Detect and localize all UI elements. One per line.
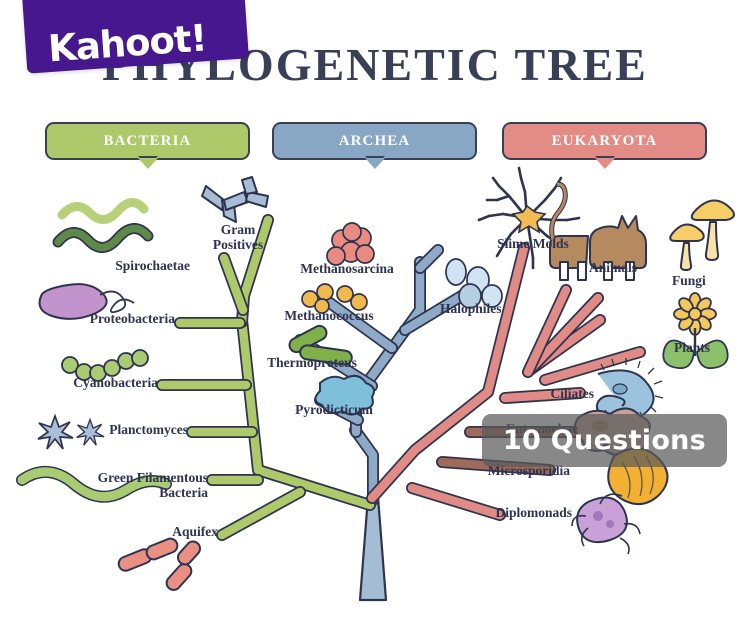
taxon-label-methanosarcina: Methanosarcina <box>300 261 394 276</box>
flagellated-rod-icon <box>38 283 135 320</box>
rod-pair-icon <box>117 537 202 591</box>
bubble-tail <box>137 156 158 169</box>
y-rod-icon <box>201 176 269 223</box>
sarcina-cluster-icon <box>326 222 375 266</box>
taxon-label-diplomonads: Diplomonads <box>495 505 572 520</box>
taxon-label-green-filamentous-bacteria: Green Filamentous Bacteria <box>97 470 208 500</box>
domain-header-bacteria-label: BACTERIA <box>103 132 192 149</box>
irregular-disc-icon <box>314 374 375 416</box>
crossed-rod-icon <box>288 324 353 366</box>
halophile-cluster-icon <box>445 258 503 309</box>
coccus-chain-icon <box>61 349 149 382</box>
coccus-cluster-icon <box>301 283 368 314</box>
taxon-label-gram-positives: Gram Positives <box>212 222 264 252</box>
taxon-label-aquifex: Aquifex <box>172 524 218 539</box>
spirochete-icon <box>52 198 154 253</box>
taxon-label-thermoproteus: Thermoproteus <box>267 355 357 370</box>
question-count-badge-label: 10 Questions <box>502 425 707 456</box>
cat-icon <box>549 181 647 281</box>
flower-plant-icon <box>662 292 729 370</box>
domain-header-eukaryota[interactable]: EUKARYOTA <box>502 122 707 169</box>
taxon-label-plants: Plants <box>674 340 711 355</box>
taxon-label-methanococcus: Methanococcus <box>284 308 374 323</box>
bubble-tail <box>364 156 385 169</box>
diplomonad-icon <box>571 493 641 555</box>
taxon-label-spirochaetae: Spirochaetae <box>115 258 190 273</box>
taxon-label-planctomyces: Planctomyces <box>109 422 188 437</box>
domain-header-archea[interactable]: ARCHEA <box>272 122 477 169</box>
taxon-label-slime-molds: Slime Molds <box>497 236 569 251</box>
taxon-label-cyanobacteria: Cyanobacteria <box>73 375 158 390</box>
bubble-tail <box>594 156 615 169</box>
domain-header-bacteria[interactable]: BACTERIA <box>45 122 250 169</box>
domain-header-eukaryota-label: EUKARYOTA <box>551 132 658 149</box>
taxon-label-ciliates: Ciliates <box>550 386 595 401</box>
taxon-label-halophiles: Halophiles <box>440 301 502 316</box>
taxon-label-pyrodicticum: Pyrodicticum <box>295 402 373 417</box>
stellate-cell-icon <box>37 413 105 450</box>
domain-header-archea-label: ARCHEA <box>338 132 411 149</box>
filament-icon <box>16 466 172 503</box>
taxon-label-fungi: Fungi <box>672 273 706 288</box>
mushroom-icon <box>669 199 735 271</box>
taxon-label-animals: Animals <box>588 260 637 275</box>
question-count-badge-background <box>482 414 727 467</box>
taxon-label-proteobacteria: Proteobacteria <box>89 311 175 326</box>
